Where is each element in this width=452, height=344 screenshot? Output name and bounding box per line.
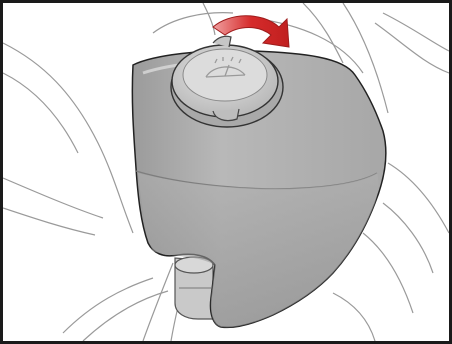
filler-cap [171,36,283,127]
reservoir-neck [175,257,213,319]
illustration-svg [3,3,449,341]
